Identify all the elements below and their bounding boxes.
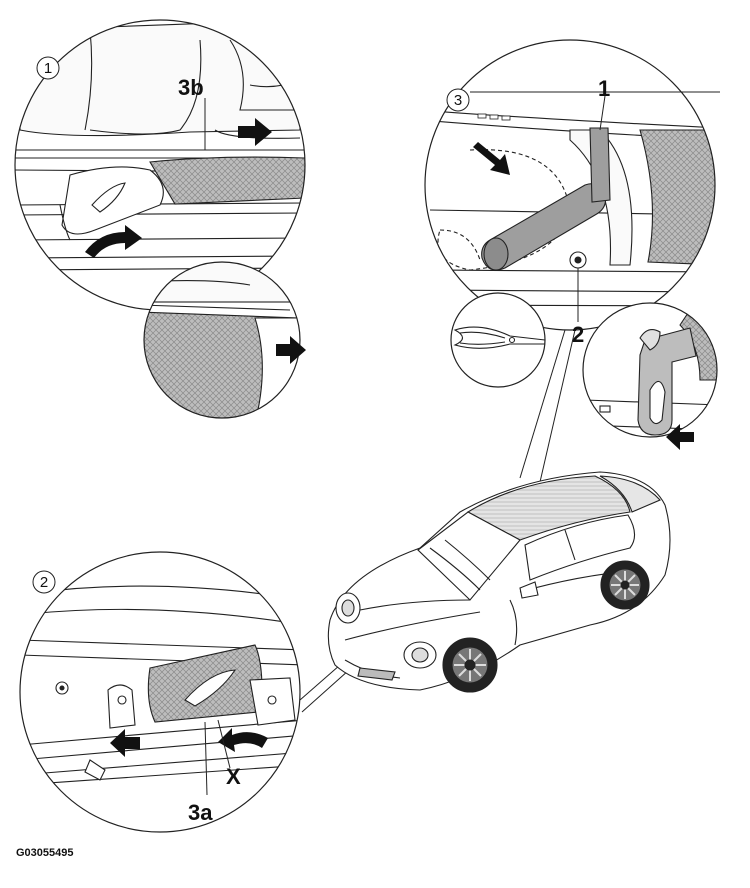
arrow-left-icon: [666, 424, 694, 450]
detail-3-view: 3 1 2: [424, 39, 720, 347]
figure-id: G03055495: [16, 847, 74, 859]
label-3a: 3a: [188, 800, 213, 825]
label-1: 1: [598, 76, 610, 101]
curved-arrow-icon: [85, 225, 142, 258]
arrow-right-icon: [276, 336, 306, 364]
arrow-right-icon: [238, 118, 272, 146]
label-3b: 3b: [178, 75, 204, 100]
arrow-down-right-icon: [473, 142, 510, 175]
detail-1-view: 1 3b: [14, 19, 306, 311]
label-x: X: [226, 764, 241, 789]
dash-marker: [477, 113, 511, 121]
curved-arrow-icon: [218, 728, 268, 752]
arrow-left-icon: [110, 729, 140, 757]
callout-circle-2: [32, 570, 56, 594]
callout-number-2: 2: [40, 574, 48, 591]
detail-2-view: 2 3a X: [19, 551, 301, 833]
pliers-subview: [450, 292, 546, 388]
callout-number-3: 3: [454, 92, 462, 109]
callout-circle-1: [36, 56, 60, 80]
car-illustration: [327, 471, 671, 693]
callout-number-1: 1: [44, 60, 52, 77]
detail-1-subview: [143, 261, 306, 419]
callout-circle-3: [446, 88, 470, 112]
clip-subview: [582, 302, 718, 450]
label-2-top: 2: [572, 322, 584, 347]
